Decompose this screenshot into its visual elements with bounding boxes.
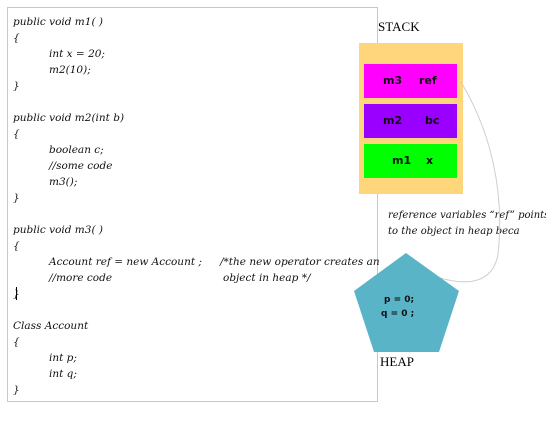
code-line: } [13, 192, 20, 204]
frame-method-label: m2 [383, 114, 403, 127]
heap-field-p: p = 0; [384, 295, 415, 305]
heap-field-q: q = 0 ; [381, 309, 415, 319]
code-line: int q; [49, 368, 77, 380]
code-line: { [13, 128, 20, 140]
code-line: } [13, 80, 20, 92]
text-cursor [16, 287, 17, 300]
code-line: m2(10); [49, 64, 91, 76]
frame-var-label: ref [419, 74, 437, 87]
stack-title: STACK [378, 19, 420, 34]
frame-method-label: m1 [392, 154, 412, 167]
reference-note: to the object in heap beca [388, 226, 520, 237]
code-line: public void m3( ) [13, 224, 103, 236]
heap-title: HEAP [380, 354, 414, 369]
code-comment: /*the new operator creates an [220, 256, 380, 268]
code-line: public void m2(int b) [13, 112, 125, 124]
code-line: int x = 20; [49, 48, 105, 60]
stack-frame-m1: m1 x [364, 144, 457, 178]
stack-frame-m2: m2 bc [364, 104, 457, 138]
reference-note: reference variables “ref” points [388, 210, 546, 221]
heap-pentagon [354, 253, 459, 352]
frame-method-label: m3 [383, 74, 403, 87]
code-line: m3(); [49, 176, 78, 188]
code-line: //more code [49, 272, 113, 284]
code-line: //some code [49, 160, 113, 172]
code-comment: object in heap */ [223, 272, 311, 284]
code-line: } [13, 384, 20, 396]
stack-frame-m3: m3 ref [364, 64, 457, 98]
code-line: { [13, 240, 20, 252]
code-line: Class Account [13, 320, 89, 332]
code-line: int p; [49, 352, 77, 364]
code-line: public void m1( ) [13, 16, 103, 28]
frame-var-label: bc [425, 114, 440, 127]
code-line: { [13, 32, 20, 44]
code-line: Account ref = new Account ; [49, 256, 202, 268]
code-line: { [13, 336, 20, 348]
frame-var-label: x [426, 154, 434, 167]
code-panel [7, 7, 378, 402]
code-line: boolean c; [49, 144, 104, 156]
